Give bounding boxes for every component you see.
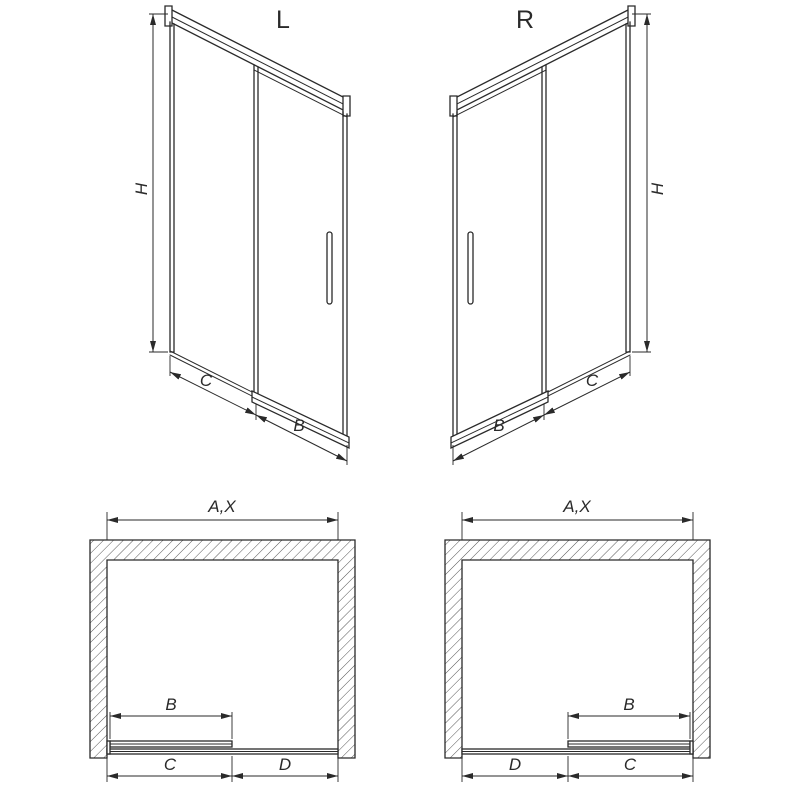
dim-label-ax: A,X — [562, 497, 591, 516]
dim-label-b: B — [493, 416, 504, 435]
iso-view-left: L H C B — [132, 5, 351, 465]
dimension-line-b — [255, 414, 348, 462]
dim-label-ax: A,X — [207, 497, 236, 516]
panel-divider-stile — [541, 64, 547, 401]
plan-view-right: A,X B D C — [444, 497, 711, 782]
sliding-panel-left-stile — [452, 111, 458, 441]
wall-anchor-profile — [689, 740, 694, 755]
dim-label-h: H — [648, 182, 667, 195]
dim-label-b: B — [293, 416, 304, 435]
wall-anchor-profile — [106, 740, 111, 755]
dim-label-c: C — [586, 371, 599, 390]
plan-view-left: A,X B C D — [89, 497, 356, 782]
dim-label-h: H — [132, 182, 151, 195]
view-label-l: L — [276, 6, 290, 34]
sliding-panel-right-stile — [342, 111, 348, 441]
dim-label-d: D — [509, 755, 521, 774]
dim-label-c: C — [624, 755, 637, 774]
sliding-panel-top-edge — [253, 69, 348, 118]
dim-label-b: B — [165, 695, 176, 714]
dimension-line-c — [169, 371, 257, 416]
top-rail-track-line — [169, 15, 348, 107]
ax-extension-lines — [106, 512, 339, 540]
dim-label-c: C — [164, 755, 177, 774]
dimension-line-c — [543, 371, 631, 416]
view-label-r: R — [516, 6, 534, 34]
dimension-line-b — [452, 414, 545, 462]
top-rail-end-caps — [164, 5, 351, 117]
door-handle — [326, 231, 333, 305]
sliding-panel-top-edge — [452, 69, 547, 118]
ax-extension-lines — [461, 512, 694, 540]
top-rail-track-line — [452, 15, 631, 107]
iso-view-right: R H B C — [449, 5, 667, 465]
dim-label-c: C — [200, 371, 213, 390]
dim-label-b: B — [623, 695, 634, 714]
door-handle — [467, 231, 474, 305]
panel-divider-stile — [253, 64, 259, 401]
dim-label-d: D — [279, 755, 291, 774]
